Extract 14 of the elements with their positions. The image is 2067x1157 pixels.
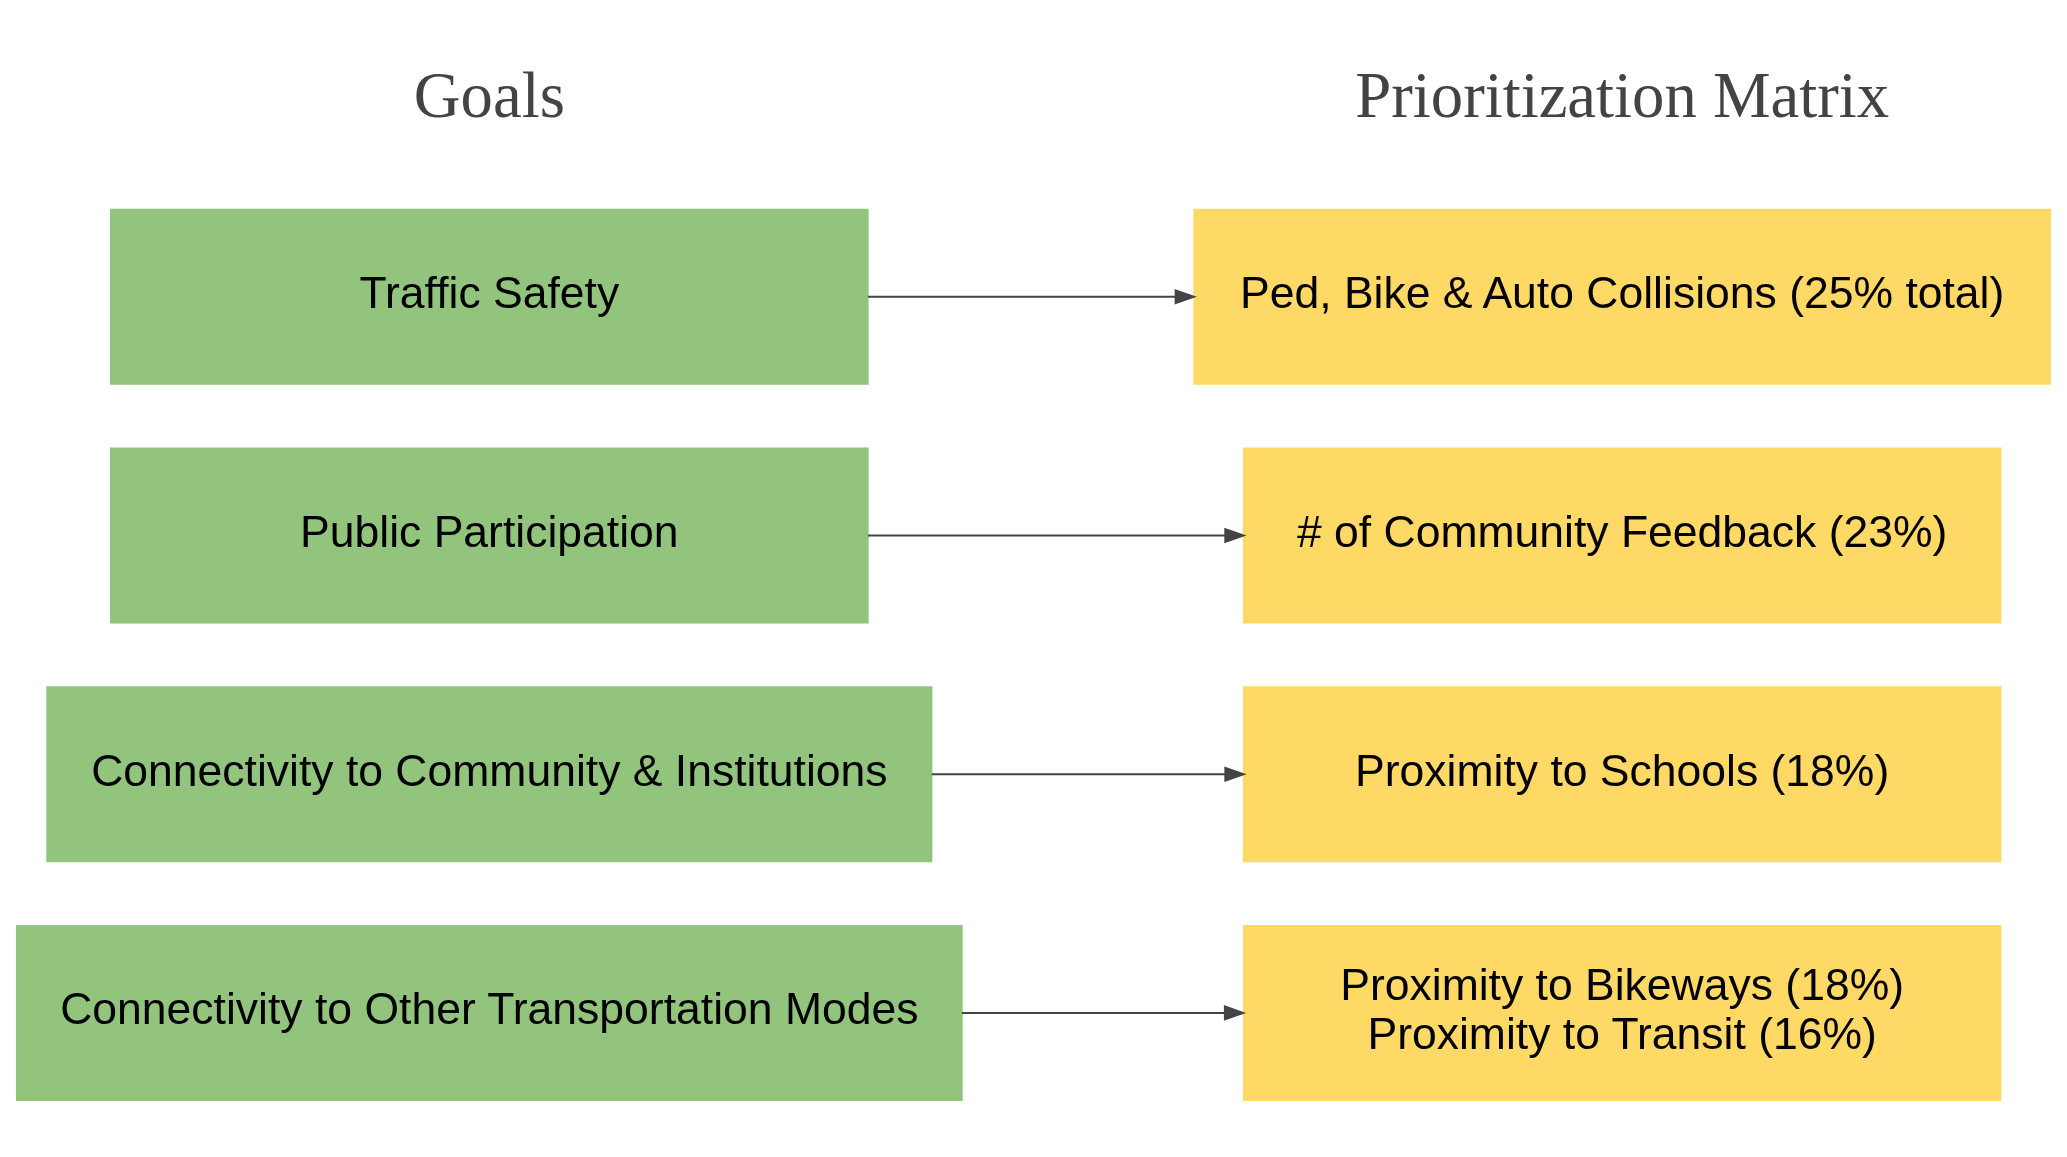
node-box: Ped, Bike & Auto Collisions (25% total): [1193, 208, 2052, 385]
node-box: Connectivity to Community & Institutions: [46, 686, 933, 863]
label: Prioritization Matrix: [1355, 58, 1890, 131]
arrow: [931, 766, 1247, 782]
label: Goals: [413, 58, 565, 131]
arrow: [868, 289, 1197, 305]
node-box: Proximity to Bikeways (18%) Proximity to Transit (16%): [1242, 924, 2002, 1101]
arrow: [961, 1005, 1247, 1021]
node-box: Traffic Safety: [110, 208, 869, 385]
arrow: [868, 527, 1247, 544]
node-box: Proximity to Schools (18%): [1242, 686, 2002, 863]
node-box: Connectivity to Other Transportation Modes: [15, 924, 963, 1101]
node-box: Public Participation: [110, 447, 869, 624]
node-box: # of Community Feedback (23%): [1242, 447, 2002, 624]
